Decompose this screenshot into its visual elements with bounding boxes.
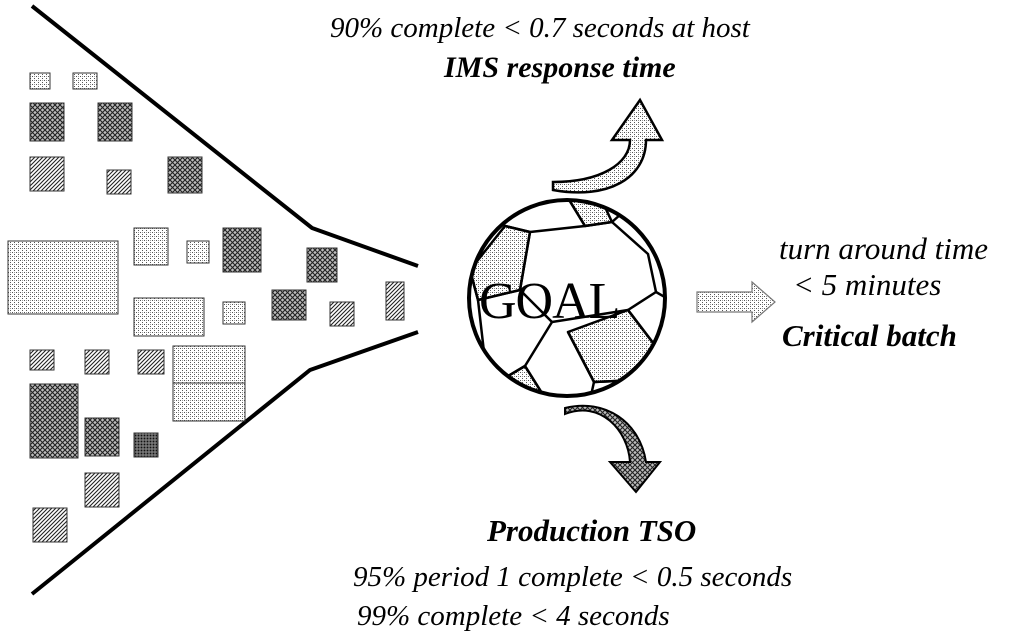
work-square: [97, 102, 133, 142]
tso-criterion-2: 99% complete < 4 seconds: [357, 600, 670, 632]
ims-title: IMS response time: [444, 51, 676, 84]
work-square: [385, 281, 405, 321]
ims-criterion: 90% complete < 0.7 seconds at host: [330, 12, 750, 44]
work-square: [306, 247, 338, 283]
work-square: [72, 72, 98, 90]
work-square: [167, 156, 203, 194]
goal-label: GOAL: [479, 273, 620, 330]
work-square: [29, 156, 65, 192]
batch-criterion-line1: turn around time: [779, 231, 988, 266]
work-square: [84, 417, 120, 457]
work-square: [7, 240, 119, 315]
funnel-bottom-edge: [30, 330, 419, 596]
workload-squares: [7, 72, 405, 543]
work-square: [133, 227, 169, 266]
ims-arrow-icon: [551, 97, 665, 194]
work-square: [133, 297, 205, 337]
work-square: [222, 301, 246, 325]
work-square: [84, 349, 110, 375]
work-square: [29, 72, 51, 90]
work-square: [32, 507, 68, 543]
funnel: [30, 4, 419, 596]
funnel-top-edge: [30, 4, 419, 268]
tso-title: Production TSO: [487, 513, 697, 548]
batch-arrow-icon: [696, 280, 776, 324]
work-square: [133, 432, 159, 458]
work-square: [84, 472, 120, 508]
work-square: [186, 240, 210, 264]
work-square: [29, 102, 65, 142]
work-square: [106, 169, 132, 195]
work-square: [29, 349, 55, 371]
tso-criterion-1: 95% period 1 complete < 0.5 seconds: [353, 561, 793, 593]
work-square: [329, 301, 355, 327]
work-square: [222, 227, 262, 273]
batch-criterion-line2: < 5 minutes: [793, 267, 942, 302]
soccer-ball-icon: [467, 198, 667, 398]
batch-title: Critical batch: [782, 318, 957, 353]
work-square: [271, 289, 307, 321]
work-square: [137, 349, 165, 375]
tso-arrow-icon: [564, 404, 663, 494]
work-square: [29, 383, 79, 459]
